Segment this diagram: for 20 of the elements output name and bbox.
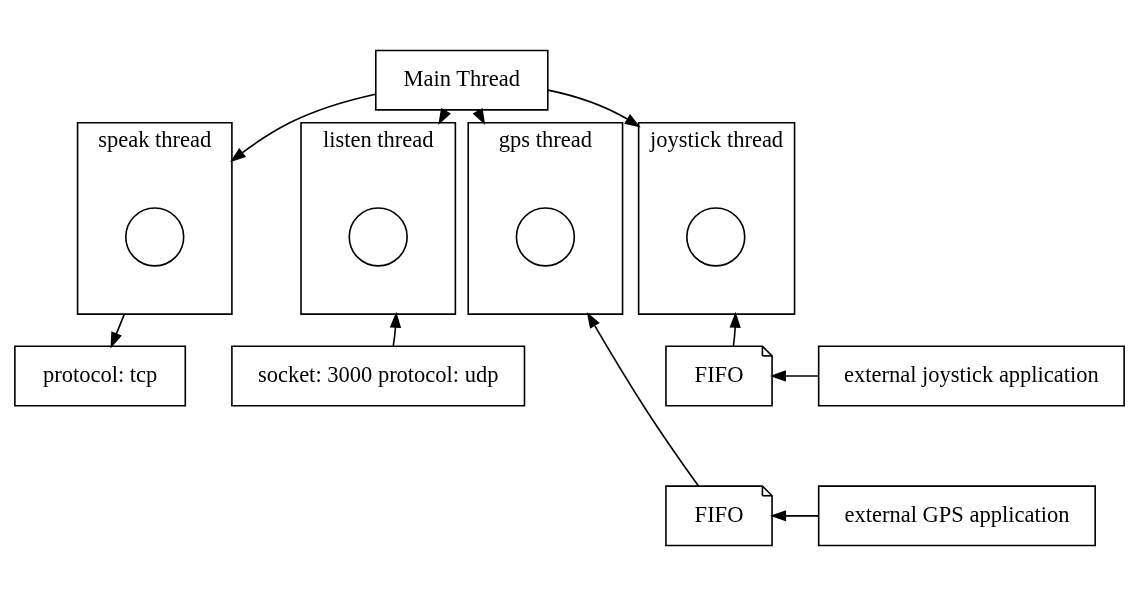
arrow (586, 311, 700, 487)
node-box: external GPS application (817, 484, 1096, 546)
cluster: gps thread (467, 121, 624, 315)
node-box: socket: 3000 protocol: udp (231, 344, 526, 406)
node-circle (125, 206, 185, 267)
node-circle (686, 206, 746, 267)
arrow (110, 312, 126, 348)
node-circle (515, 206, 576, 267)
node-box: protocol: tcp (14, 344, 187, 406)
arrow (389, 311, 402, 347)
cluster: speak thread (76, 121, 233, 315)
arrow (547, 88, 641, 127)
cluster: joystick thread (637, 121, 796, 315)
node-box: external joystick application (817, 344, 1125, 406)
arrow (769, 369, 819, 382)
arrow (729, 311, 741, 347)
arrow (770, 509, 820, 521)
arrow (230, 92, 377, 162)
cluster: listen thread (300, 121, 457, 315)
node-circle (348, 206, 408, 267)
